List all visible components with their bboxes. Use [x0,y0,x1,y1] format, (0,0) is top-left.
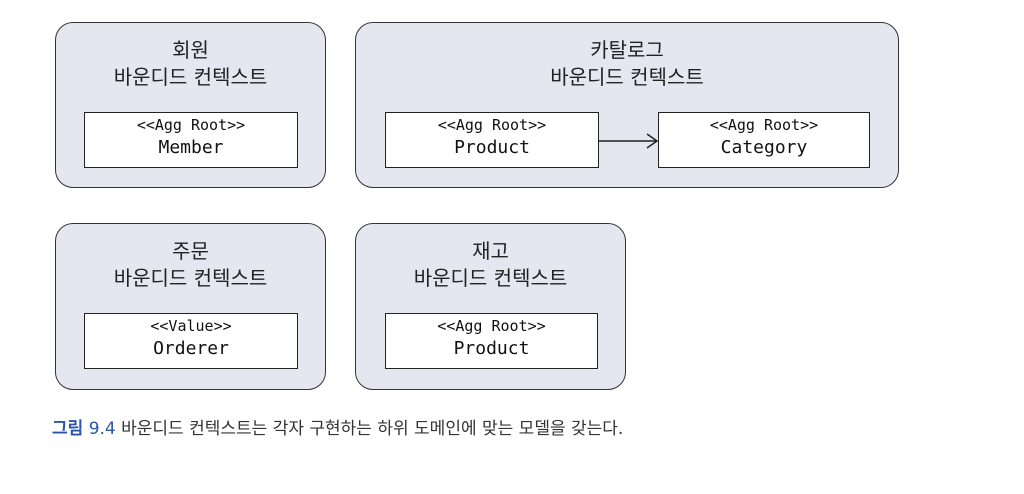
caption-label: 그림 [52,419,84,439]
catalog-product-name: Product [454,137,530,158]
figure-caption: 그림 9.4 바운디드 컨텍스트는 각자 구현하는 하위 도메인에 맞는 모델을… [52,414,623,439]
catalog-category-entity-box: <<Agg Root>> Category [658,112,870,168]
catalog-context-subtitle: 바운디드 컨텍스트 [550,65,704,89]
order-context-subtitle: 바운디드 컨텍스트 [113,266,268,290]
inventory-context-title: 재고 바운디드 컨텍스트 [356,238,625,292]
order-context: 주문 바운디드 컨텍스트 <<Value>> Orderer [55,223,326,390]
inventory-entity-stereotype: <<Agg Root>> [437,317,546,335]
caption-number: 9.4 [88,419,116,439]
inventory-entity-name: Product [453,338,530,359]
inventory-context: 재고 바운디드 컨텍스트 <<Agg Root>> Product [355,223,626,390]
member-entity-box: <<Agg Root>> Member [84,112,298,168]
caption-text: 바운디드 컨텍스트는 각자 구현하는 하위 도메인에 맞는 모델을 갖는다. [121,419,624,439]
member-context-title: 회원 바운디드 컨텍스트 [56,37,325,91]
inventory-context-subtitle: 바운디드 컨텍스트 [413,266,568,290]
member-context-subtitle: 바운디드 컨텍스트 [113,65,268,89]
catalog-context: 카탈로그 바운디드 컨텍스트 <<Agg Root>> Product <<Ag… [355,22,899,188]
member-context-name: 회원 [172,38,209,62]
catalog-product-stereotype: <<Agg Root>> [437,116,547,134]
catalog-category-name: Category [720,137,808,158]
order-entity-box: <<Value>> Orderer [84,313,298,369]
catalog-context-title: 카탈로그 바운디드 컨텍스트 [356,37,898,91]
member-entity-stereotype: <<Agg Root>> [136,116,246,134]
inventory-context-name: 재고 [472,239,509,263]
inventory-entity-box: <<Agg Root>> Product [385,313,598,369]
arrowhead-icon [646,133,659,149]
order-entity-name: Orderer [153,338,229,359]
catalog-context-name: 카탈로그 [590,38,664,62]
catalog-category-stereotype: <<Agg Root>> [709,116,819,134]
association-arrow [599,133,659,149]
order-context-title: 주문 바운디드 컨텍스트 [56,238,325,292]
order-context-name: 주문 [172,239,209,263]
member-context: 회원 바운디드 컨텍스트 <<Agg Root>> Member [55,22,326,188]
order-entity-stereotype: <<Value>> [150,317,232,335]
member-entity-name: Member [158,137,224,158]
catalog-product-entity-box: <<Agg Root>> Product [385,112,599,168]
